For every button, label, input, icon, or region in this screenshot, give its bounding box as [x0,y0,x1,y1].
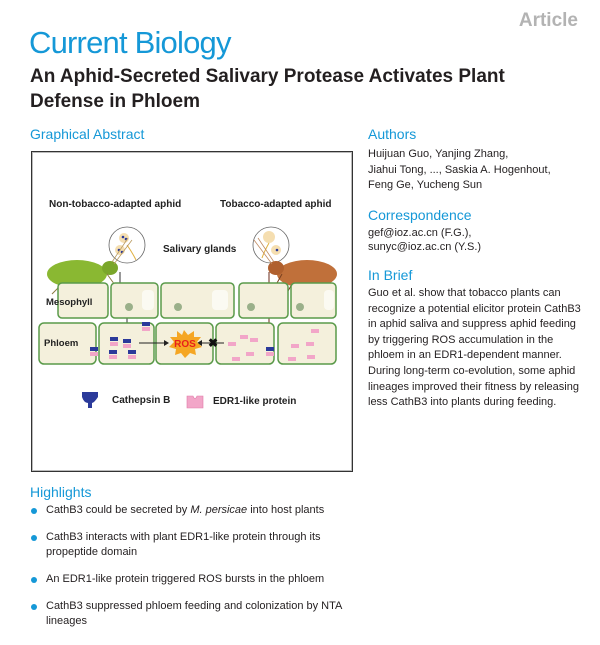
highlight-item: CathB3 interacts with plant EDR1-like pr… [31,530,366,560]
highlight-item: CathB3 suppressed phloem feeding and col… [31,599,366,629]
author-line: Jiahui Tong, ..., Saskia A. Hogenhout, [368,163,551,176]
highlights-heading: Highlights [30,484,92,500]
edr1-legend-icon [186,395,204,409]
label-glands: Salivary glands [163,244,237,255]
ros-burst-icon [169,330,202,358]
in-brief-text: Guo et al. show that tobacco plants can … [368,287,581,409]
label-ta: Tobacco-adapted aphid [220,199,332,210]
cathepsin-b-legend-icon [82,392,98,408]
highlight-text: into host plants [247,504,325,516]
legend-edr1: EDR1-like protein [213,396,296,407]
graphical-abstract-heading: Graphical Abstract [30,126,145,142]
graphical-abstract-figure[interactable]: Non-tobacco-adapted aphid Tobacco-adapte… [31,151,353,472]
author-line: Feng Ge, Yucheng Sun [368,179,483,191]
in-brief-heading: In Brief [368,267,413,283]
highlight-item: CathB3 could be secreted by M. persicae … [31,503,366,518]
highlight-species: M. persicae [190,504,248,516]
bullet-icon [31,535,37,541]
email-link[interactable]: gef@ioz.ac.cn (F.G.), [368,227,472,239]
title-line: An Aphid-Secreted Salivary Protease Acti… [30,66,505,87]
highlight-text: An EDR1-like protein triggered ROS burst… [46,573,325,585]
label-nta: Non-tobacco-adapted aphid [49,199,181,210]
authors-list: Huijuan Guo, Yanjing Zhang, Jiahui Tong,… [368,147,551,194]
bullet-icon [31,604,37,610]
mesophyll-layer [57,282,337,319]
highlight-text: CathB3 suppressed phloem feeding and col… [46,600,342,627]
highlight-item: An EDR1-like protein triggered ROS burst… [31,572,366,587]
graphical-abstract-svg: Non-tobacco-adapted aphid Tobacco-adapte… [38,199,337,409]
author-line: Huijuan Guo, Yanjing Zhang, [368,148,509,160]
bullet-icon [31,577,37,583]
bullet-icon [31,508,37,514]
article-type-label: Article [518,10,578,31]
email-link[interactable]: sunyc@ioz.ac.cn (Y.S.) [368,241,482,253]
article-title: An Aphid-Secreted Salivary Protease Acti… [30,64,590,114]
highlight-text: CathB3 interacts with plant EDR1-like pr… [46,531,321,558]
legend-cathepsin-b: Cathepsin B [112,395,170,406]
salivary-gland-bubble-left [108,226,146,264]
title-line: Defense in Phloem [30,91,200,112]
label-ros: ROS [174,339,196,350]
blocked-x-icon: ✖ [208,336,218,350]
label-phloem: Phloem [44,338,78,349]
label-mesophyll: Mesophyll [46,297,92,308]
correspondence-emails: gef@ioz.ac.cn (F.G.), sunyc@ioz.ac.cn (Y… [368,226,481,254]
journal-logo[interactable]: Current Biology [29,25,231,60]
correspondence-heading: Correspondence [368,207,472,223]
authors-heading: Authors [368,126,417,142]
highlight-text: CathB3 could be secreted by [46,504,191,516]
